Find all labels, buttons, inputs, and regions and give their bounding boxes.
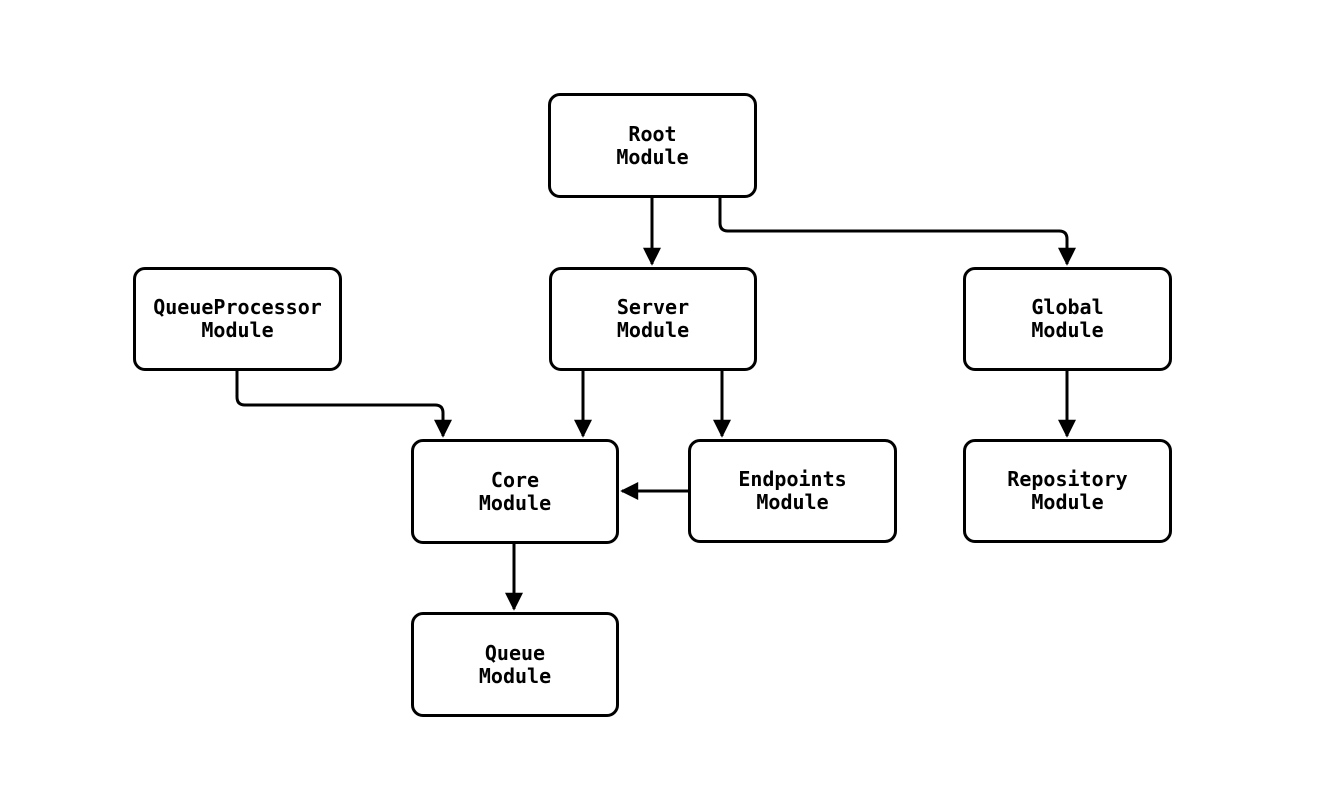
node-repository-module: Repository Module bbox=[963, 439, 1172, 543]
node-root-module-label: Root Module bbox=[616, 121, 689, 169]
node-queueprocessor-module: QueueProcessor Module bbox=[133, 267, 342, 371]
node-root-module: Root Module bbox=[548, 93, 757, 198]
node-queueprocessor-module-label: QueueProcessor Module bbox=[153, 295, 322, 342]
node-queue-module-label: Queue Module bbox=[478, 640, 552, 688]
node-core-module-label: Core Module bbox=[478, 467, 552, 515]
node-global-module: Global Module bbox=[963, 267, 1172, 371]
node-global-module-label: Global Module bbox=[1031, 295, 1104, 342]
node-core-module: Core Module bbox=[411, 439, 619, 544]
node-repository-module-label: Repository Module bbox=[1007, 467, 1128, 514]
node-endpoints-module-label: Endpoints Module bbox=[738, 467, 847, 514]
edge-queueprocessor-to-core bbox=[235, 371, 452, 438]
node-server-module: Server Module bbox=[549, 267, 757, 371]
node-endpoints-module: Endpoints Module bbox=[688, 439, 897, 543]
node-server-module-label: Server Module bbox=[616, 295, 690, 342]
edge-root-to-global bbox=[718, 198, 1076, 266]
node-queue-module: Queue Module bbox=[411, 612, 619, 717]
